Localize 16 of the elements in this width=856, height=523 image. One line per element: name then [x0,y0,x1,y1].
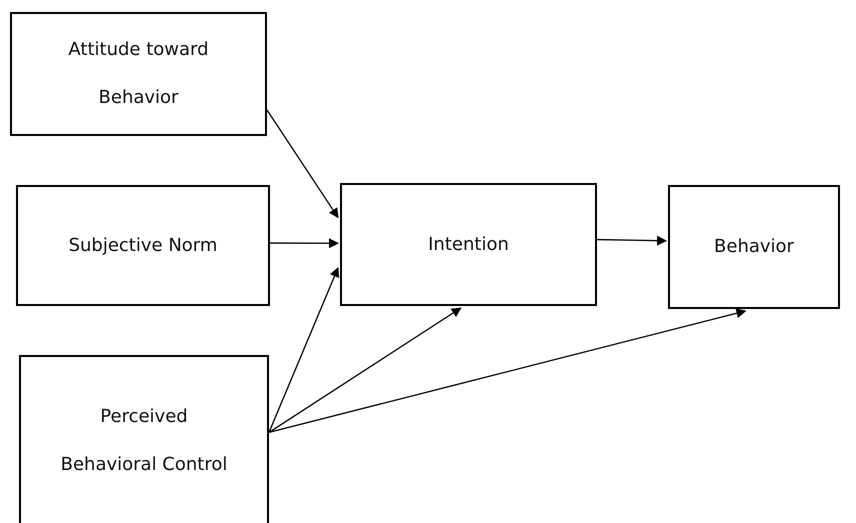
box-label: Attitude toward Behavior [67,38,210,110]
arrow [266,110,339,218]
arrow [270,238,339,248]
process-box [19,355,269,523]
arrow [268,308,746,434]
process-box [340,183,597,306]
arrow [268,307,462,433]
arrow [596,236,667,246]
process-box [10,12,267,136]
box-label: Perceived Behavioral Control [60,405,228,477]
arrow [268,266,340,433]
process-box [16,185,270,306]
process-box [668,185,840,309]
box-label: Behavior [714,235,794,259]
box-label: Intention [428,232,509,256]
box-label: Subjective Norm [68,234,218,258]
